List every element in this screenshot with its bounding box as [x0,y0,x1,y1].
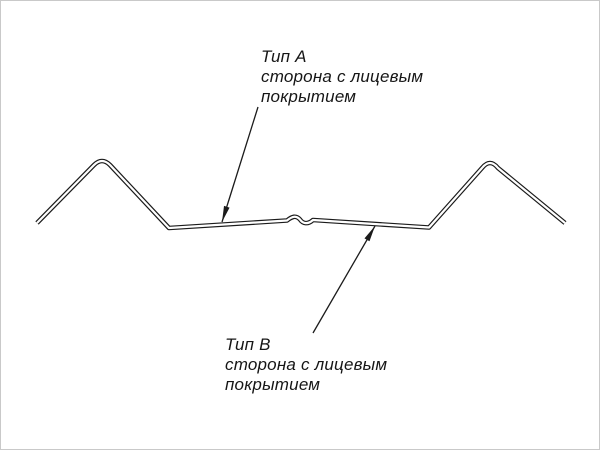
type-a-title: Тип А [261,47,307,66]
type-a-subtitle-line2: покрытием [261,87,357,106]
type-b-title: Тип В [225,335,271,354]
type-b-leader-line [312,225,376,334]
type-a-subtitle-line1: сторона с лицевым [261,67,424,86]
type-b-subtitle-line2: покрытием [225,375,321,394]
type-b-subtitle-line1: сторона с лицевым [225,355,388,374]
type-a-leader-line [221,106,259,223]
type-a-callout: Тип А сторона с лицевым покрытием [261,47,423,107]
type-b-callout: Тип В сторона с лицевым покрытием [225,335,387,395]
profile-core [36,159,566,230]
